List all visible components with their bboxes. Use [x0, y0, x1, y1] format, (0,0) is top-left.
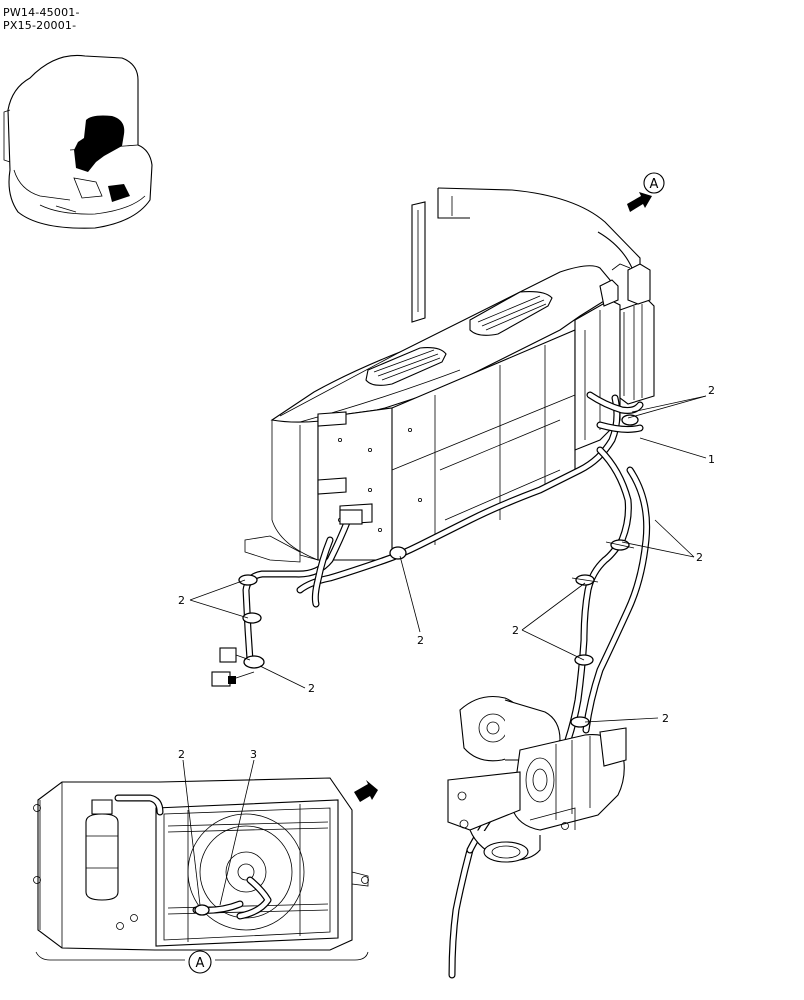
callout-2-center: 2	[417, 634, 424, 647]
locator-thumbnail	[3, 54, 153, 229]
heater-unit-box	[244, 329, 576, 563]
callout-2-left: 2	[178, 594, 185, 607]
callout-1: 1	[708, 453, 715, 466]
electrical-connectors	[211, 509, 363, 687]
callout-2-compressor: 2	[662, 712, 669, 725]
detail-view-a: A	[33, 777, 378, 974]
ac-compressor	[447, 695, 627, 863]
air-vent-left	[365, 347, 447, 386]
cab-roof-frame	[411, 187, 641, 323]
serial-range-2: PX15-20001-	[3, 19, 77, 32]
callout-leaders	[182, 395, 707, 906]
detail-view-label: A	[196, 956, 205, 971]
detail-receiver-drier	[85, 799, 119, 901]
side-bracket-right	[574, 279, 621, 451]
receiver-drier	[611, 263, 655, 405]
callout-3-detail: 3	[250, 748, 257, 761]
view-arrow-a: A	[627, 172, 665, 212]
view-arrow-label: A	[650, 177, 659, 192]
callout-2-right: 2	[696, 551, 703, 564]
callout-2-detail: 2	[178, 748, 185, 761]
callout-2-connector: 2	[308, 682, 315, 695]
callout-labels: 2 1 2 2 2 2 2 2 2 3	[178, 384, 715, 761]
serial-range-1: PW14-45001-	[3, 6, 80, 19]
air-vent-right	[469, 291, 553, 336]
callout-2-upper-right: 2	[708, 384, 715, 397]
callout-2-mid-hose: 2	[512, 624, 519, 637]
